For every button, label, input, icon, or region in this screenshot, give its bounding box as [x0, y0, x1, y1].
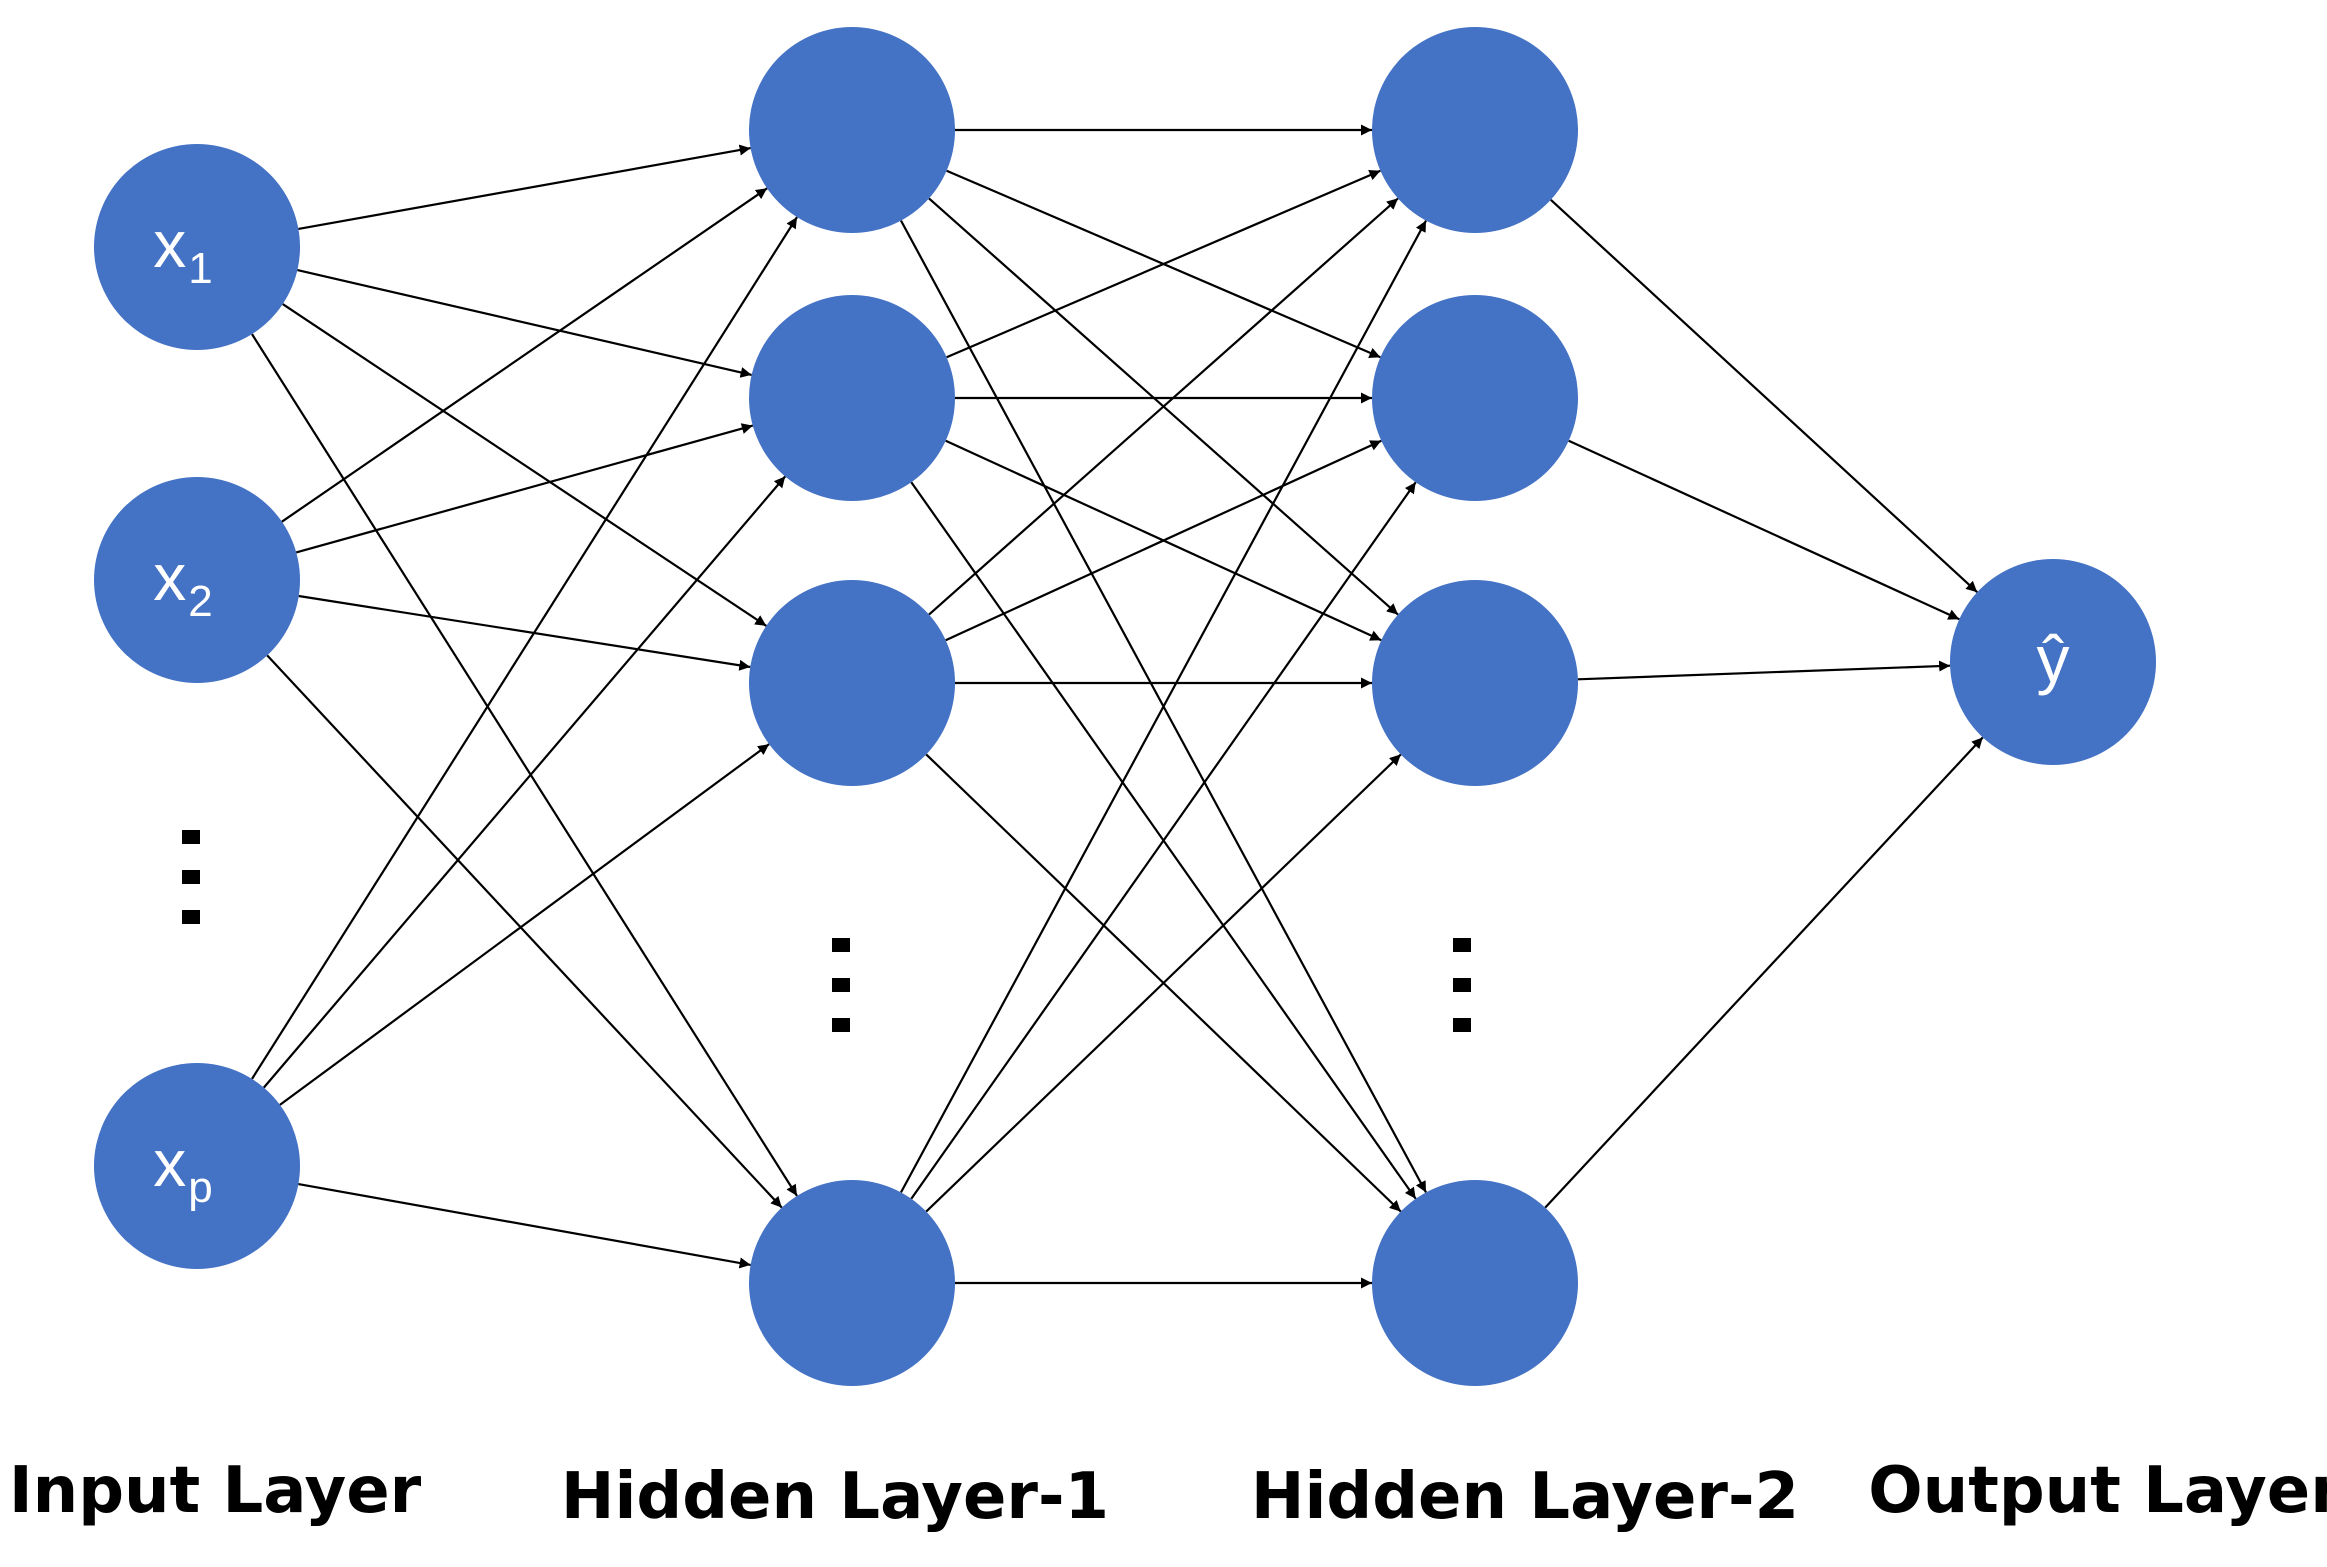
neuron-circle: [94, 477, 300, 683]
input-ellipsis: [182, 830, 200, 924]
neuron-circle: [1372, 295, 1578, 501]
node-hidden2-4: [1372, 1180, 1578, 1386]
edge-input-2-to-hidden1-3: [298, 594, 751, 671]
edge-input-2-to-hidden1-4: [266, 654, 783, 1209]
neuron-label: x2: [153, 540, 212, 626]
edge-input-2-to-hidden1-1: [281, 187, 768, 523]
hidden2-ellipsis: [1453, 938, 1471, 1032]
hidden1-ellipsis: [832, 938, 850, 1032]
node-hidden2-1: [1372, 27, 1578, 233]
edge-hidden2-1-to-output-1: [1550, 198, 1978, 594]
hidden-layer-1-label: Hidden Layer-1: [561, 1460, 1109, 1534]
edge-hidden1-4-to-hidden2-2: [910, 481, 1417, 1200]
edge-input-3-to-hidden1-4: [298, 1183, 751, 1269]
edge-hidden1-3-to-hidden2-2: [945, 439, 1382, 642]
edge-input-3-to-hidden1-2: [262, 475, 787, 1089]
node-hidden1-1: [749, 27, 955, 233]
edge-input-1-to-hidden1-3: [282, 303, 767, 627]
edge-input-2-to-hidden1-2: [295, 423, 754, 554]
edge-hidden1-3-to-hidden2-1: [928, 197, 1399, 616]
neuron-circle: [749, 295, 955, 501]
hidden-layer-2-label: Hidden Layer-2: [1251, 1460, 1799, 1534]
node-hidden2-3: [1372, 580, 1578, 786]
node-output-1: ŷ: [1950, 559, 2156, 765]
node-hidden1-3: [749, 580, 955, 786]
node-input-2: x2: [94, 477, 300, 683]
neuron-circle: [749, 27, 955, 233]
output-layer-label: Output Layer: [1868, 1454, 2327, 1528]
node-input-1: x1: [94, 144, 300, 350]
neuron-circle: [1950, 559, 2156, 765]
neuron-circle: [1372, 1180, 1578, 1386]
edge-input-1-to-hidden1-4: [251, 333, 798, 1197]
neuron-label: ŷ: [2037, 622, 2070, 696]
edge-input-3-to-hidden1-3: [279, 743, 770, 1106]
edge-input-1-to-hidden1-2: [297, 269, 752, 378]
edge-hidden1-4-to-hidden2-3: [925, 753, 1402, 1213]
node-hidden1-2: [749, 295, 955, 501]
edge-hidden2-4-to-output-1: [1544, 736, 1984, 1209]
neuron-circle: [94, 144, 300, 350]
connections: [251, 124, 1984, 1289]
node-hidden2-2: [1372, 295, 1578, 501]
neuron-circle: [94, 1063, 300, 1269]
edge-hidden2-3-to-output-1: [1577, 660, 1951, 681]
node-input-3: xp: [94, 1063, 300, 1269]
neuron-circle: [1372, 580, 1578, 786]
edge-input-3-to-hidden1-1: [251, 216, 798, 1080]
neuron-circle: [1372, 27, 1578, 233]
edge-input-1-to-hidden1-1: [298, 144, 751, 230]
neuron-circle: [749, 580, 955, 786]
neuron-circle: [749, 1180, 955, 1386]
edge-hidden2-2-to-output-1: [1568, 439, 1960, 621]
neurons: x1 x2 xp ŷ: [94, 27, 2156, 1386]
edge-hidden1-4-to-hidden2-1: [900, 220, 1427, 1193]
edge-hidden1-2-to-hidden2-1: [946, 169, 1381, 359]
input-layer-label: Input Layer: [9, 1454, 422, 1528]
node-hidden1-4: [749, 1180, 955, 1386]
neuron-label: x1: [153, 207, 212, 293]
neuron-label: xp: [153, 1126, 212, 1212]
